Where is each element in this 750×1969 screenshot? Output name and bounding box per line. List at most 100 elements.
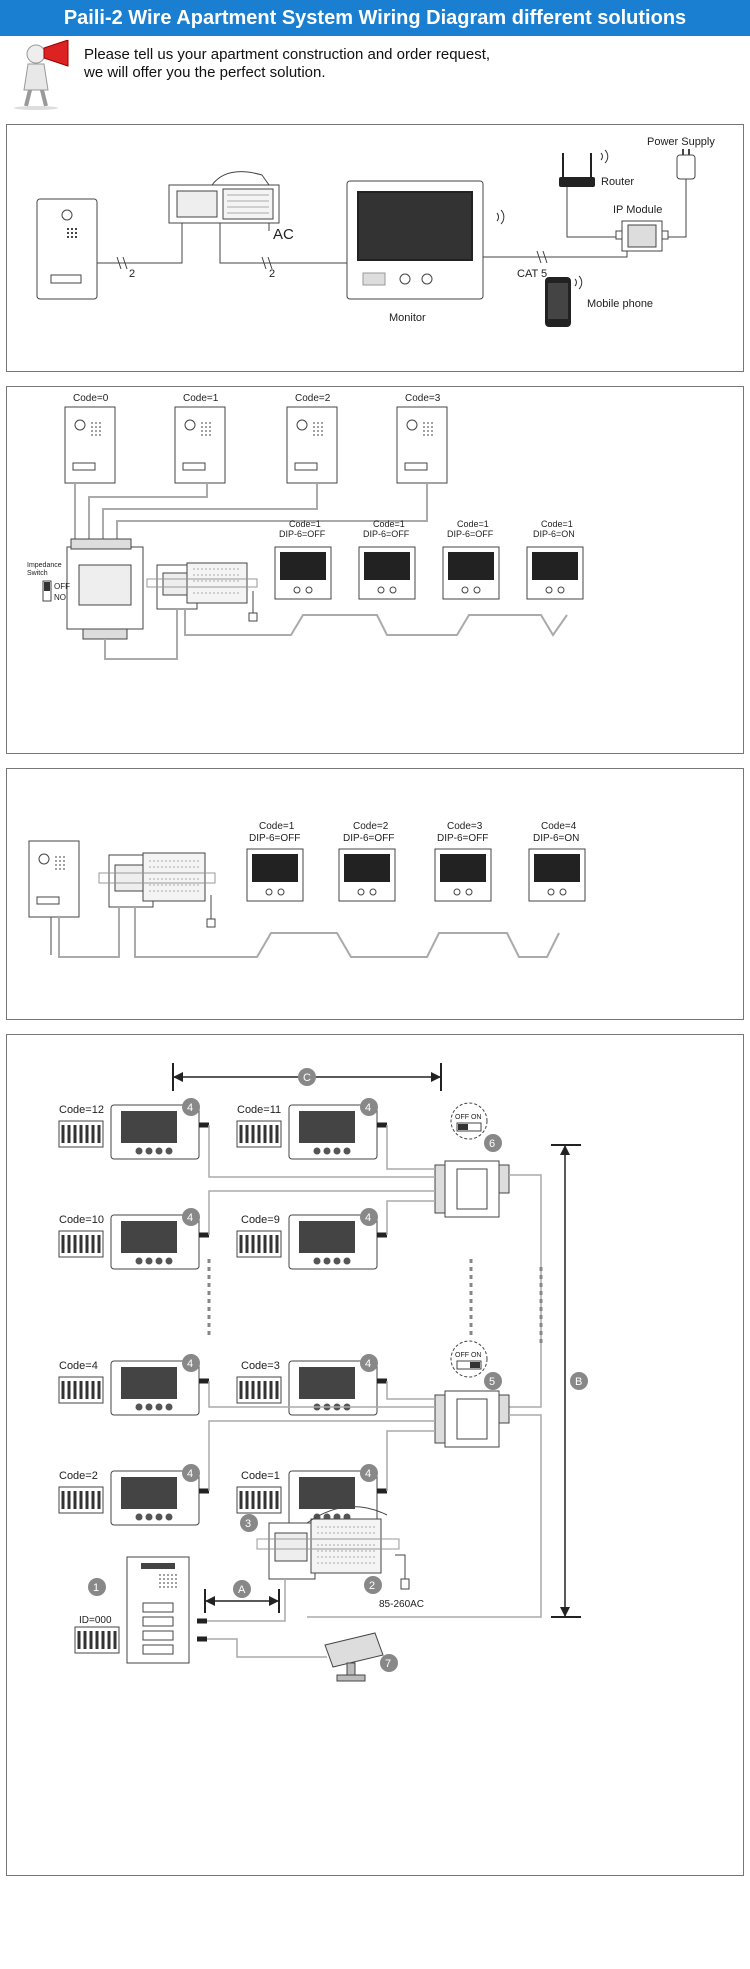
outdoor-dip-switch	[73, 1625, 121, 1655]
impedance-label: Impedance	[27, 562, 62, 569]
code-3: Code=3	[241, 1360, 280, 1372]
marker-4-text: 4	[365, 1468, 371, 1480]
code-10: Code=10	[59, 1214, 104, 1226]
diagram-panel-multi-outdoor: Code=0 Code=1 Code=2 Code=3 Impedance Sw…	[6, 386, 744, 754]
outdoor-station	[64, 406, 116, 484]
megaphone-mascot-icon	[14, 40, 69, 110]
video-distributor	[434, 1390, 510, 1448]
router-icon	[559, 153, 595, 187]
monitor-code-4: Code=1	[541, 519, 573, 529]
marker-2: 2	[369, 1580, 375, 1592]
outdoor-station	[396, 406, 448, 484]
outdoor-code-1: Code=1	[183, 393, 219, 404]
monitor-dip-2: DIP-6=OFF	[343, 833, 394, 844]
monitor-code-3: Code=1	[457, 519, 489, 529]
intro-line-1: Please tell us your apartment constructi…	[84, 46, 491, 63]
marker-4-text: 4	[365, 1102, 371, 1114]
outdoor-station	[126, 1556, 190, 1664]
intro-line-2: we will offer you the perfect solution.	[84, 64, 326, 81]
marker-4-text: 4	[187, 1212, 193, 1224]
monitor-code-3: Code=3	[447, 821, 483, 832]
marker-4-text: 4	[365, 1212, 371, 1224]
voltage-label: 85-260AC	[379, 1599, 424, 1610]
code-11: Code=11	[237, 1104, 281, 1116]
monitor-dip-3: DIP-6=OFF	[447, 529, 494, 539]
monitor-dip-3: DIP-6=OFF	[437, 833, 488, 844]
marker-4-text: 4	[365, 1358, 371, 1370]
indoor-monitor	[346, 180, 484, 300]
mark-b: B	[575, 1376, 582, 1388]
marker-1: 1	[93, 1582, 99, 1594]
indoor-monitor	[246, 848, 304, 902]
indoor-monitor	[434, 848, 492, 902]
wire-label-1: 2	[129, 268, 135, 280]
monitor-code-1: Code=1	[259, 821, 295, 832]
code-9: Code=9	[241, 1214, 280, 1226]
outdoor-station	[286, 406, 338, 484]
cat5-label: CAT 5	[517, 268, 547, 280]
marker-4-text: 4	[187, 1358, 193, 1370]
ip-module-label: IP Module	[613, 204, 662, 216]
no-label: NO	[54, 593, 66, 602]
diagram-panel-basic: 2 2 AC Monitor CAT 5 Mobile phone IP Mod…	[6, 124, 744, 372]
power-supply-icon	[676, 149, 696, 180]
power-supply-label: Power Supply	[647, 136, 715, 148]
dip-switch-5	[450, 1340, 488, 1378]
ac-label: AC	[273, 226, 294, 243]
power-distributor	[98, 852, 216, 908]
monitor-dip-4: DIP-6=ON	[533, 833, 579, 844]
outdoor-station	[28, 840, 80, 918]
outdoor-station	[174, 406, 226, 484]
power-distributor	[146, 562, 258, 610]
marker-6: 6	[489, 1138, 495, 1150]
indoor-monitor	[358, 546, 416, 600]
off-on-label: OFF ON	[455, 1352, 481, 1359]
monitor-dip-2: DIP-6=OFF	[363, 529, 410, 539]
monitor-dip-1: DIP-6=OFF	[249, 833, 300, 844]
id-label: ID=000	[79, 1615, 112, 1626]
marker-3: 3	[245, 1518, 251, 1530]
mark-c: C	[303, 1072, 311, 1084]
power-distributor	[256, 1506, 400, 1580]
intro-text: Please tell us your apartment constructi…	[84, 46, 490, 82]
indoor-monitor	[526, 546, 584, 600]
indoor-monitor	[274, 546, 332, 600]
code-4: Code=4	[59, 1360, 98, 1372]
code-12: Code=12	[59, 1104, 104, 1116]
marker-4-text: 4	[187, 1468, 193, 1480]
monitor-dip-1: DIP-6=OFF	[279, 529, 326, 539]
mark-a: A	[238, 1584, 246, 1596]
ip-module	[615, 220, 669, 252]
monitor-dip-4: DIP-6=ON	[533, 529, 575, 539]
marker-7: 7	[385, 1658, 391, 1670]
code-1: Code=1	[241, 1470, 280, 1482]
monitor-code-2: Code=1	[373, 519, 405, 529]
video-distributor	[66, 538, 144, 640]
video-distributor	[434, 1160, 510, 1218]
monitor-code-2: Code=2	[353, 821, 389, 832]
outdoor-code-3: Code=3	[405, 393, 441, 404]
diagram-panel-single-outdoor: Code=1 DIP-6=OFF Code=2 DIP-6=OFF Code=3…	[6, 768, 744, 1020]
off-on-label: OFF ON	[455, 1114, 481, 1121]
page-title: Paili-2 Wire Apartment System Wiring Dia…	[0, 0, 750, 36]
outdoor-station	[36, 198, 98, 300]
outdoor-code-0: Code=0	[73, 393, 109, 404]
mobile-label: Mobile phone	[587, 298, 653, 310]
indoor-monitor	[528, 848, 586, 902]
dip-switch-6	[450, 1102, 488, 1140]
marker-4-text: 4	[187, 1102, 193, 1114]
wifi-icon	[496, 209, 505, 225]
outdoor-code-2: Code=2	[295, 393, 331, 404]
diagram-panel-large-system: C Code=12 Code=11 Code=10 Code=9 Code=4 …	[6, 1034, 744, 1876]
mobile-phone-icon	[545, 277, 571, 327]
off-label: OFF	[54, 582, 70, 591]
switch-label: Switch	[27, 570, 48, 577]
wire-label-2: 2	[269, 268, 275, 280]
power-distributor	[168, 171, 280, 224]
monitor-code-4: Code=4	[541, 821, 577, 832]
monitor-label: Monitor	[389, 312, 426, 324]
router-label: Router	[601, 176, 634, 188]
code-2: Code=2	[59, 1470, 98, 1482]
indoor-monitor	[338, 848, 396, 902]
cctv-camera-icon	[324, 1632, 384, 1682]
